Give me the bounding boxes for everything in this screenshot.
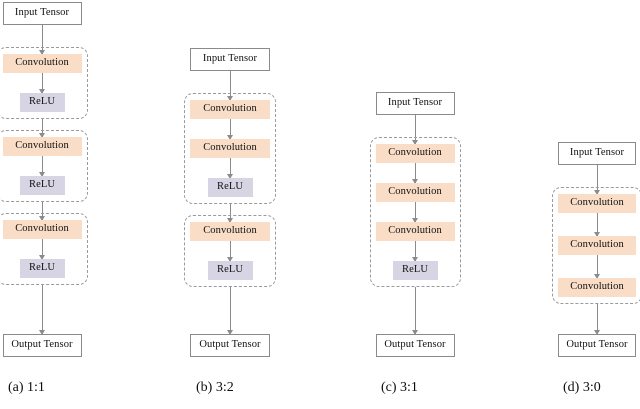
relu-block-c-0-3: ReLU — [392, 261, 438, 280]
arrow-into-group-b-1 — [227, 204, 233, 223]
conv-block-a-2-0: Convolution — [2, 220, 82, 239]
conv-block-c-0-2: Convolution — [375, 222, 455, 241]
arrow-inner-a-2-0 — [39, 239, 45, 260]
residual-group-a-2 — [0, 213, 88, 285]
output-tensor-a: Output Tensor — [2, 334, 82, 357]
arrow-to-output-a — [39, 285, 45, 335]
residual-group-c-0 — [369, 137, 461, 287]
relu-block-b-0-2: ReLU — [207, 178, 253, 197]
arrow-inner-b-0-1 — [227, 158, 233, 179]
input-tensor-d: Input Tensor — [558, 142, 636, 165]
relu-block-b-1-1: ReLU — [207, 261, 253, 280]
arrow-into-group-a-0 — [39, 25, 45, 55]
conv-block-b-1-0: Convolution — [190, 222, 270, 241]
arrow-inner-b-0-0 — [227, 119, 233, 140]
conv-block-d-0-1: Convolution — [558, 236, 636, 255]
conv-block-b-0-1: Convolution — [190, 139, 270, 158]
arrow-to-output-d — [594, 304, 600, 335]
arrow-inner-d-0-0 — [594, 213, 600, 237]
residual-group-a-0 — [0, 47, 88, 119]
conv-block-d-0-0: Convolution — [558, 194, 636, 213]
arrow-into-group-a-1 — [39, 119, 45, 138]
conv-block-a-0-0: Convolution — [2, 54, 82, 73]
caption-b: (b) 3:2 — [196, 380, 234, 395]
input-tensor-a: Input Tensor — [2, 2, 82, 25]
input-tensor-b: Input Tensor — [190, 48, 270, 71]
arrow-into-group-d-0 — [594, 165, 600, 195]
arrow-into-group-c-0 — [412, 115, 418, 145]
conv-block-a-1-0: Convolution — [2, 137, 82, 156]
arrow-into-group-a-2 — [39, 202, 45, 221]
conv-block-b-0-0: Convolution — [190, 100, 270, 119]
caption-d: (d) 3:0 — [563, 380, 601, 395]
input-tensor-c: Input Tensor — [375, 92, 455, 115]
arrow-inner-a-0-0 — [39, 73, 45, 94]
relu-block-a-2-1: ReLU — [19, 259, 65, 278]
conv-block-c-0-1: Convolution — [375, 183, 455, 202]
output-tensor-d: Output Tensor — [558, 334, 636, 357]
output-tensor-c: Output Tensor — [375, 334, 455, 357]
relu-block-a-0-1: ReLU — [19, 93, 65, 112]
arrow-inner-b-1-0 — [227, 241, 233, 262]
residual-group-d-0 — [552, 187, 640, 304]
residual-group-b-0 — [184, 93, 276, 204]
residual-group-a-1 — [0, 130, 88, 202]
arrow-to-output-b — [227, 287, 233, 335]
output-tensor-b: Output Tensor — [190, 334, 270, 357]
arrow-inner-c-0-0 — [412, 163, 418, 184]
arrow-inner-c-0-2 — [412, 241, 418, 262]
arrow-into-group-b-0 — [227, 71, 233, 101]
arrow-to-output-c — [412, 287, 418, 335]
conv-block-c-0-0: Convolution — [375, 144, 455, 163]
relu-block-a-1-1: ReLU — [19, 176, 65, 195]
arrow-inner-c-0-1 — [412, 202, 418, 223]
residual-group-b-1 — [184, 215, 276, 287]
arrow-inner-a-1-0 — [39, 156, 45, 177]
arrow-inner-d-0-1 — [594, 255, 600, 279]
caption-c: (c) 3:1 — [381, 380, 418, 395]
caption-a: (a) 1:1 — [8, 380, 45, 395]
conv-block-d-0-2: Convolution — [558, 278, 636, 297]
